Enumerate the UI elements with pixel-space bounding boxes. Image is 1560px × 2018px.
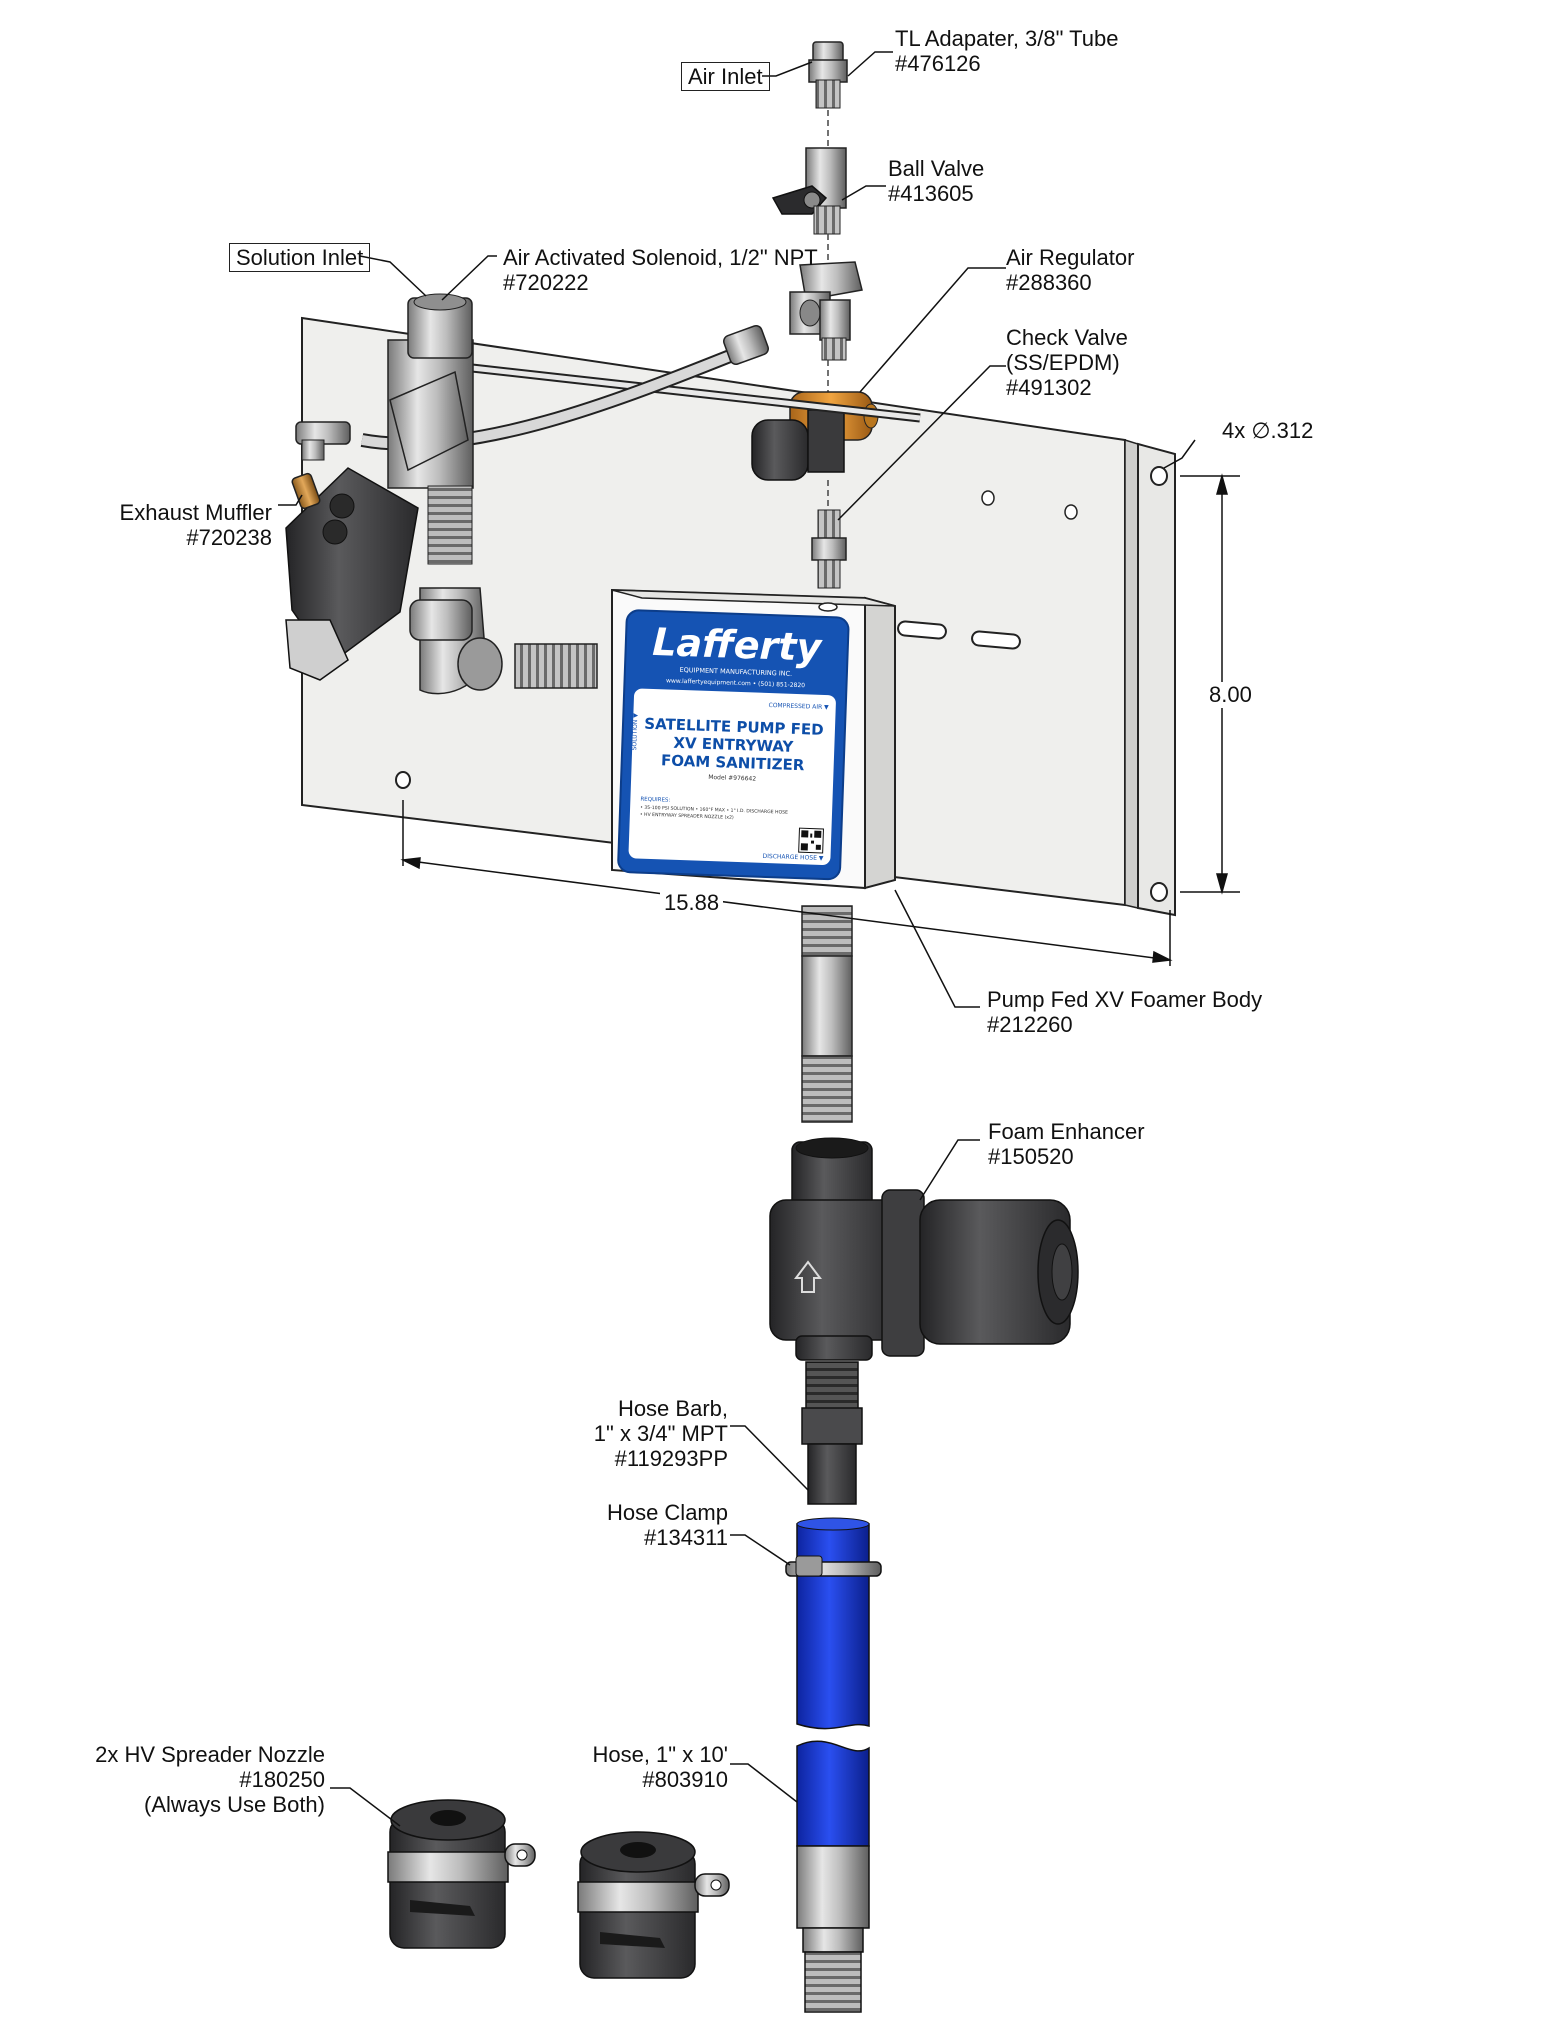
- foamer-body-box: Lafferty EQUIPMENT MANUFACTURING INC. ww…: [611, 588, 896, 890]
- hose-callout: Hose, 1" x 10'#803910: [592, 1742, 728, 1792]
- ball-valve-part: [771, 147, 847, 235]
- spreader-nozzle-callout: 2x HV Spreader Nozzle#180250(Always Use …: [95, 1742, 325, 1817]
- air-regulator-callout: Air Regulator#288360: [1006, 245, 1135, 295]
- solenoid-callout: Air Activated Solenoid, 1/2" NPT#720222: [503, 245, 818, 295]
- brand-sub: EQUIPMENT MANUFACTURING INC.: [679, 666, 792, 678]
- hose-clamp-part: [785, 1555, 882, 1577]
- exhaust-muffler-callout: Exhaust Muffler#720238: [119, 500, 272, 550]
- title-line-2: XV ENTRYWAY: [673, 734, 795, 756]
- check-valve-callout: Check Valve(SS/EPDM)#491302: [1006, 325, 1128, 400]
- hose-barb-part: [801, 1361, 863, 1505]
- air-inlet-label: Air Inlet: [681, 62, 770, 91]
- tee-fitting-part: [789, 261, 863, 361]
- ball-valve-callout: Ball Valve#413605: [888, 156, 985, 206]
- solenoid-part: [285, 293, 474, 681]
- elbow-fitting: [409, 587, 598, 695]
- solution-tag: SOLUTION ▼: [631, 713, 639, 751]
- brand-logo: Lafferty: [652, 620, 825, 670]
- tl-adapter-callout: TL Adapater, 3/8" Tube#476126: [895, 26, 1119, 76]
- foam-enhancer-callout: Foam Enhancer#150520: [988, 1119, 1145, 1169]
- mount-hole: [1150, 466, 1168, 486]
- product-label: Lafferty EQUIPMENT MANUFACTURING INC. ww…: [617, 609, 850, 881]
- discharge-tag: DISCHARGE HOSE ▼: [762, 853, 823, 862]
- requires-heading: REQUIRES:: [640, 797, 670, 804]
- leader-lines: [278, 51, 1196, 1827]
- requirement-2: • HV ENTRYWAY SPREADER NOZZLE (x2): [640, 812, 734, 821]
- air-regulator-part: [751, 391, 879, 481]
- compressed-air-tag: COMPRESSED AIR ▼: [768, 702, 829, 711]
- hose-clamp-callout: Hose Clamp#134311: [606, 1500, 728, 1550]
- foamer-body-callout: Pump Fed XV Foamer Body#212260: [987, 987, 1263, 1037]
- width-dimension: 15.88: [660, 890, 724, 916]
- tl-adapter-part: [808, 41, 848, 109]
- flow-arrow-icon: [794, 1260, 822, 1293]
- hose-barb-callout: Hose Barb,1" x 3/4" MPT#119293PP: [593, 1396, 728, 1471]
- solution-inlet-label: Solution Inlet: [229, 243, 371, 272]
- foam-enhancer-part: [769, 1137, 1079, 1361]
- qr-code-icon: [798, 827, 824, 854]
- height-dimension: 8.00: [1205, 682, 1256, 708]
- spreader-nozzle-part: [387, 1799, 536, 1949]
- check-valve-part: [811, 509, 847, 589]
- spreader-nozzle-part: [577, 1831, 730, 1979]
- mount-hole: [1150, 882, 1168, 902]
- title-line-3: FOAM SANITIZER: [661, 751, 805, 774]
- hole-dimension: 4x ∅.312: [1222, 418, 1314, 443]
- requirement-1: • 35-100 PSI SOLUTION • 160°F MAX • 1" I…: [640, 805, 788, 816]
- hose-part: [796, 1517, 870, 2013]
- contact-line: www.laffertyequipment.com • (501) 851-28…: [666, 677, 805, 689]
- pipe-nipple: [801, 905, 853, 1123]
- mount-hole: [395, 771, 411, 789]
- model-number: Model #976642: [708, 774, 756, 783]
